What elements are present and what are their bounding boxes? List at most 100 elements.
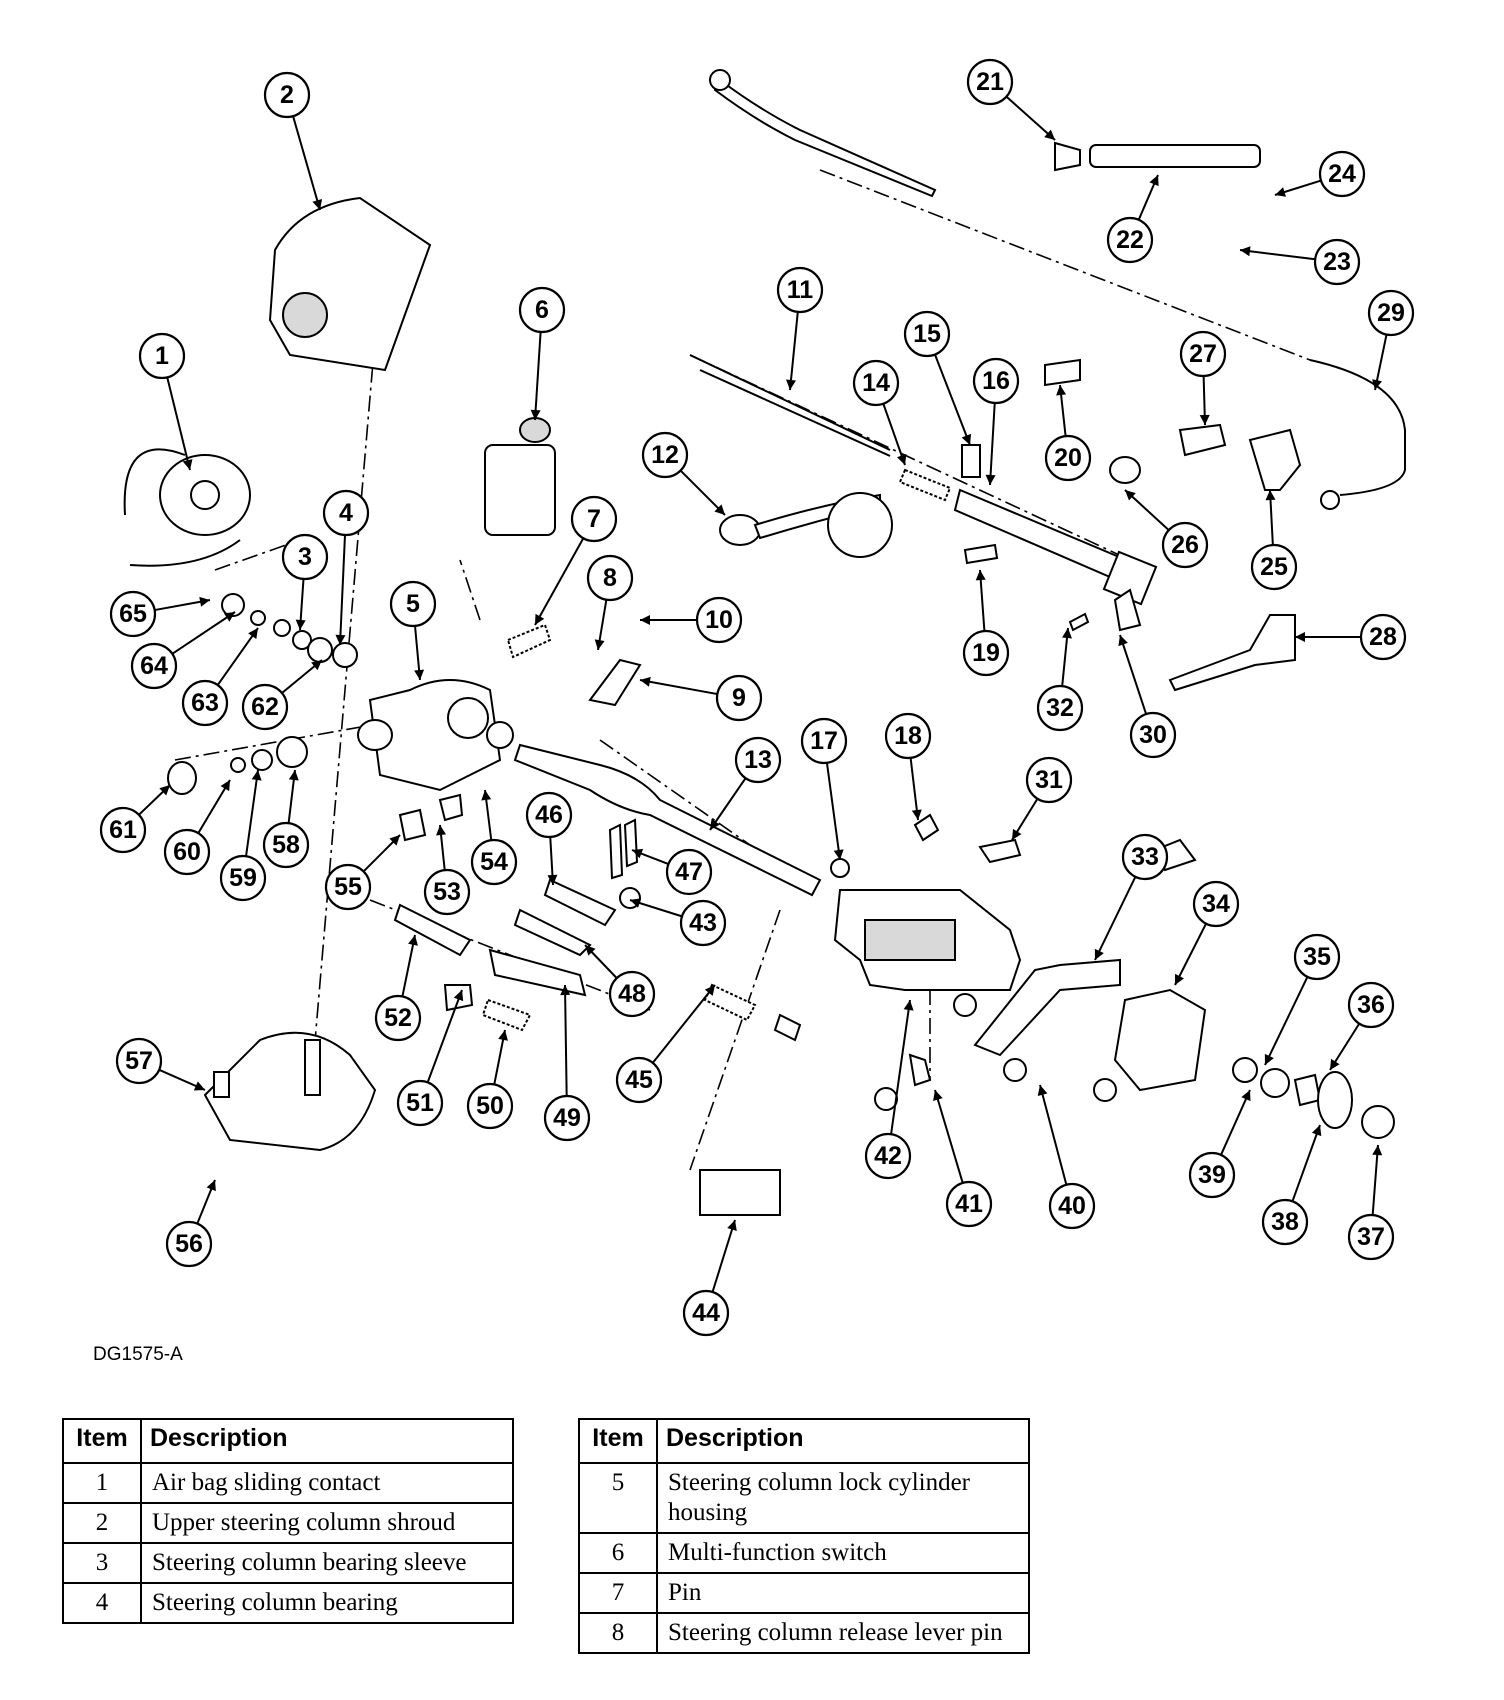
table-row: 3 Steering column bearing sleeve <box>62 1542 514 1584</box>
callout-number: 16 <box>982 367 1010 395</box>
callout-56: 56 <box>165 1220 213 1268</box>
callout-leader-21 <box>1005 95 1056 141</box>
callout-circle <box>525 791 573 839</box>
callout-22: 22 <box>1106 216 1154 264</box>
callout-42: 42 <box>864 1132 912 1180</box>
item-number: 8 <box>578 1612 658 1654</box>
callout-arrowhead-20 <box>1056 385 1067 396</box>
callout-arrowhead-56 <box>206 1180 216 1192</box>
callout-arrowhead-35 <box>1264 1053 1274 1065</box>
callout-circle <box>281 533 329 581</box>
callout-45: 45 <box>615 1056 663 1104</box>
callout-circle <box>322 489 370 537</box>
item-number: 6 <box>578 1532 658 1574</box>
callout-number: 12 <box>651 441 679 469</box>
callout-leader-9 <box>639 679 718 696</box>
callout-26: 26 <box>1161 521 1209 569</box>
callout-leaders <box>138 95 1388 1293</box>
callout-2: 2 <box>263 71 311 119</box>
item-column-header: Item <box>62 1418 142 1464</box>
callout-63: 63 <box>181 679 229 727</box>
callout-4: 4 <box>322 489 370 537</box>
lock-module-part <box>699 1169 781 1216</box>
callout-57: 57 <box>115 1037 163 1085</box>
callout-circle <box>1036 684 1084 732</box>
item-number: 3 <box>62 1542 142 1584</box>
callout-circle <box>423 868 471 916</box>
callout-circle <box>966 58 1014 106</box>
callout-leader-34 <box>1174 923 1207 986</box>
callout-62: 62 <box>241 683 289 731</box>
callout-number: 55 <box>334 873 362 901</box>
callout-arrowhead-5 <box>414 669 425 680</box>
callout-30: 30 <box>1129 711 1177 759</box>
callout-arrowhead-38 <box>1311 1125 1322 1137</box>
callout-circle <box>776 266 824 314</box>
callout-arrowhead-59 <box>251 770 262 781</box>
table-row: 6 Multi-function switch <box>578 1532 1030 1574</box>
callout-8: 8 <box>586 554 634 602</box>
callout-circle <box>99 806 147 854</box>
callout-number: 1 <box>155 342 169 370</box>
callout-arrowhead-42 <box>903 1000 914 1011</box>
parts-table-right: Item Description 5 Steering column lock … <box>578 1418 1030 1654</box>
callout-53: 53 <box>423 868 471 916</box>
callout-number: 35 <box>1303 943 1331 971</box>
callout-number: 5 <box>406 590 420 618</box>
callout-number: 21 <box>976 68 1004 96</box>
callout-leader-45 <box>651 984 716 1064</box>
callout-12: 12 <box>641 431 689 479</box>
shaft-part <box>513 743 822 897</box>
callout-circle <box>695 596 743 644</box>
callout-3: 3 <box>281 533 329 581</box>
callout-circle <box>109 590 157 638</box>
callout-circle <box>734 736 782 784</box>
callout-circle <box>1025 756 1073 804</box>
callout-arrowhead-26 <box>1125 490 1136 501</box>
release-lever-part <box>1168 614 1296 692</box>
callout-number: 61 <box>109 816 137 844</box>
callout-circle <box>262 821 310 869</box>
callout-arrowhead-53 <box>436 825 447 836</box>
callout-number: 10 <box>705 606 733 634</box>
callout-number: 7 <box>587 505 601 533</box>
callout-arrowhead-41 <box>933 1090 943 1102</box>
callout-circle <box>864 1132 912 1180</box>
callout-number: 27 <box>1189 340 1217 368</box>
callout-circle <box>608 970 656 1018</box>
callout-leader-33 <box>1094 876 1137 961</box>
callout-circle <box>570 495 618 543</box>
callout-arrowhead-12 <box>714 504 725 515</box>
callout-circle <box>884 712 932 760</box>
callout-circle <box>679 899 727 947</box>
callout-arrowhead-3 <box>295 619 306 630</box>
callout-50: 50 <box>466 1082 514 1130</box>
callout-circle <box>1161 521 1209 569</box>
item-description: Air bag sliding contact <box>140 1462 514 1504</box>
callout-number: 3 <box>298 543 312 571</box>
callout-arrowhead-22 <box>1149 175 1159 187</box>
callout-14: 14 <box>852 359 900 407</box>
callout-58: 58 <box>262 821 310 869</box>
callout-number: 37 <box>1357 1223 1385 1251</box>
callout-27: 27 <box>1179 330 1227 378</box>
callout-59: 59 <box>219 854 267 902</box>
callout-leader-12 <box>679 469 726 516</box>
callout-13: 13 <box>734 736 782 784</box>
callout-arrowhead-54 <box>481 790 492 801</box>
callout-arrowhead-7 <box>535 613 545 625</box>
callout-leader-6 <box>534 331 542 421</box>
callout-number: 52 <box>384 1004 412 1032</box>
callout-circle <box>163 828 211 876</box>
callout-number: 57 <box>125 1047 153 1075</box>
item-number: 4 <box>62 1582 142 1624</box>
callout-leader-19 <box>979 569 986 632</box>
callout-35: 35 <box>1293 933 1341 981</box>
callout-circle <box>263 71 311 119</box>
lower-bearing-housing-part <box>1113 988 1207 1092</box>
callout-arrowhead-8 <box>594 639 605 650</box>
callout-47: 47 <box>665 848 713 896</box>
item-number: 5 <box>578 1462 658 1534</box>
callout-arrowhead-57 <box>193 1081 205 1091</box>
figure-code: DG1575-A <box>93 1344 183 1365</box>
